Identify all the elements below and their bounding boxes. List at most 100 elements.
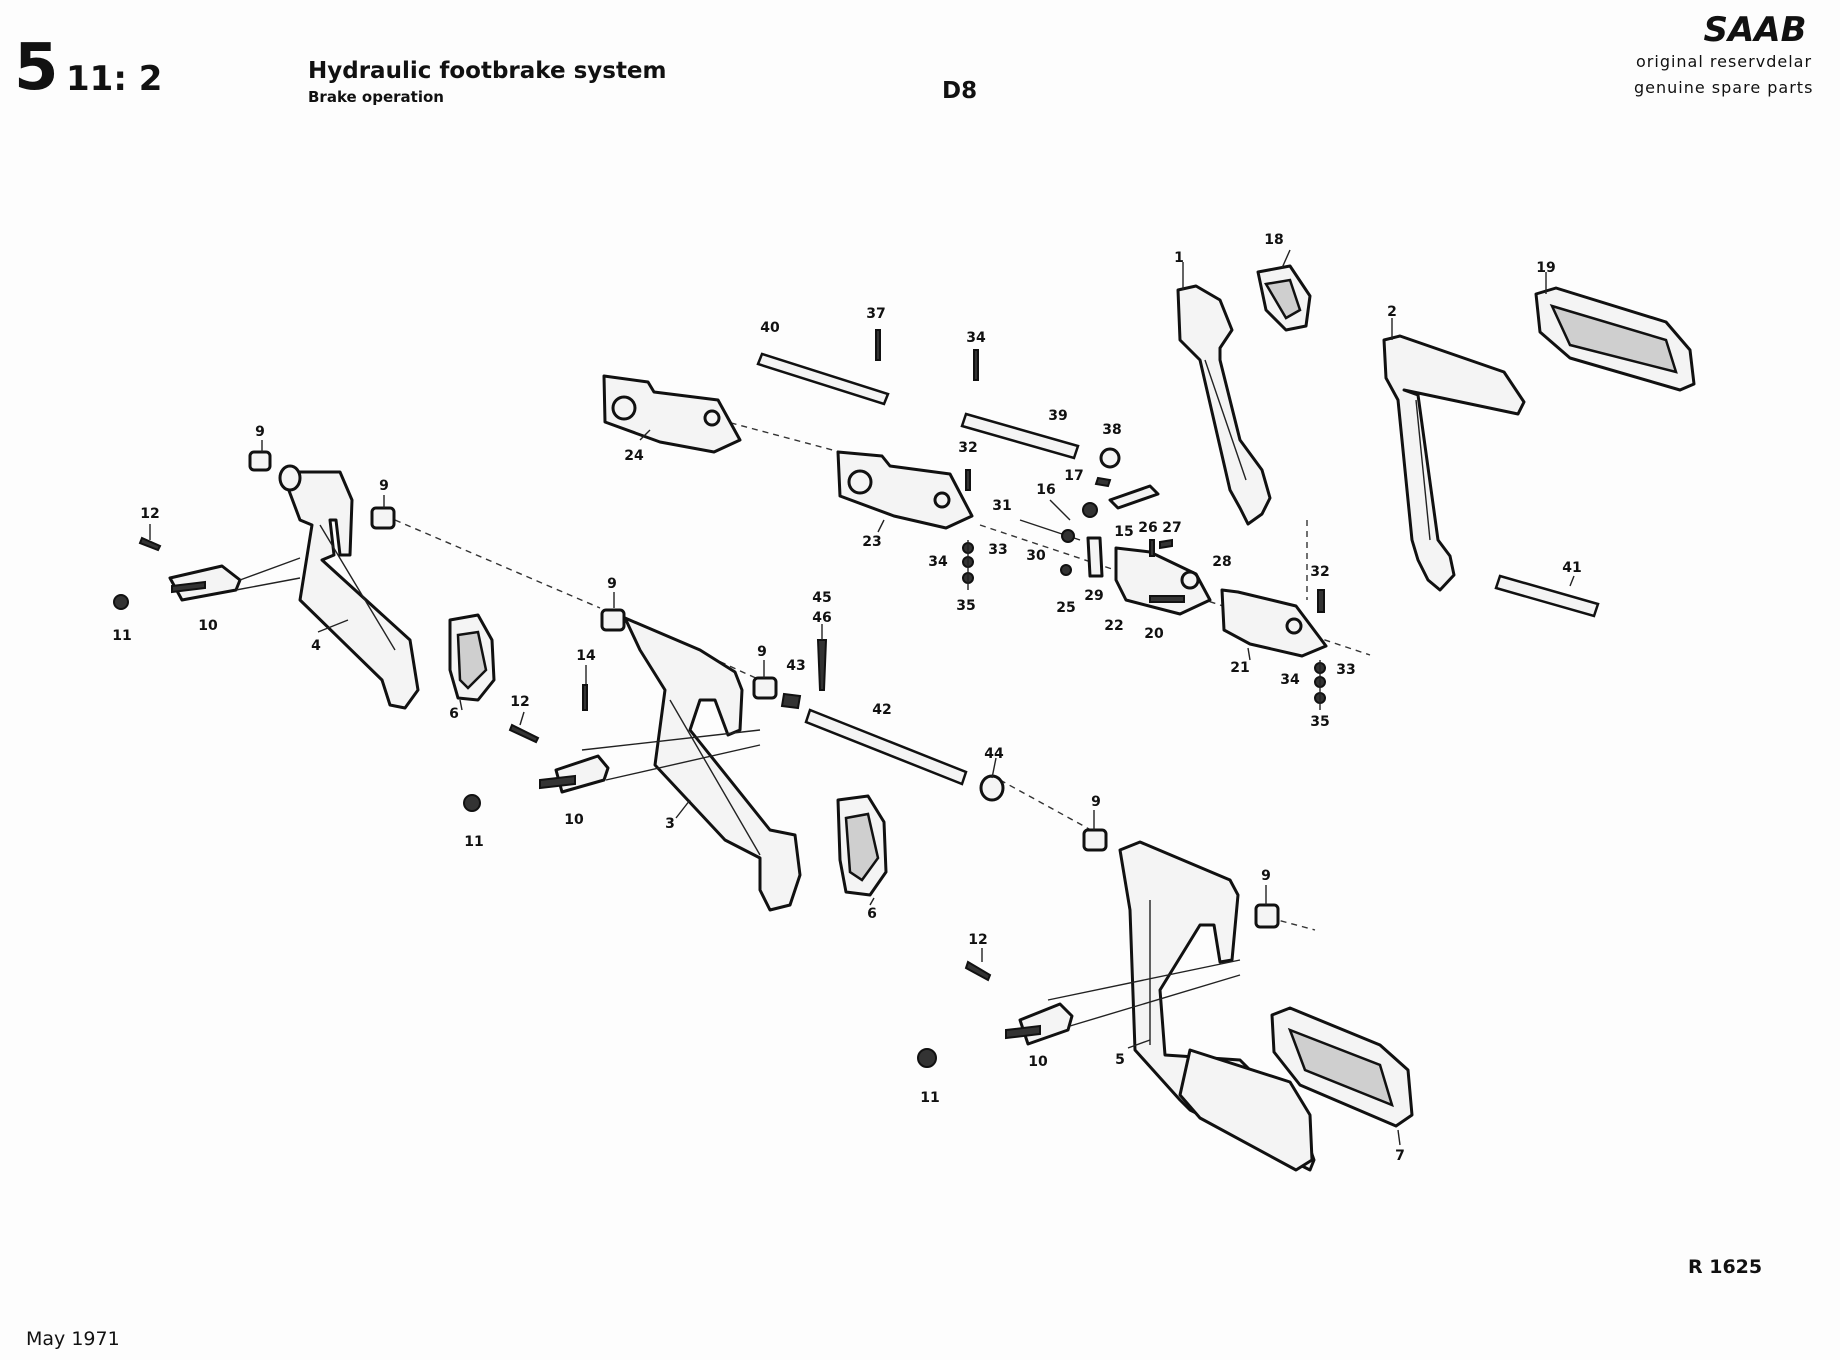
- callout-46: 46: [812, 610, 831, 626]
- bushing-9-left-b: [370, 506, 396, 530]
- callout-34-right: 34: [1280, 672, 1300, 688]
- callout-9-left-b: 9: [379, 478, 389, 494]
- pedal-arm-4: [278, 464, 420, 710]
- bushing-9-mid-a: [600, 608, 626, 632]
- callout-33-right: 33: [1336, 662, 1355, 678]
- drawing-reference: R 1625: [1688, 1256, 1763, 1278]
- saab-logo-text: SAAB: [1703, 12, 1806, 46]
- callout-17: 17: [1064, 468, 1083, 484]
- bracket-24: [602, 374, 742, 454]
- callout-9-left-a: 9: [255, 424, 265, 440]
- washer-44: [979, 774, 1005, 802]
- page-title: Hydraulic footbrake system: [308, 58, 667, 84]
- leader-lines: [149, 249, 1575, 1146]
- callout-11-left: 11: [112, 628, 131, 644]
- nut-16: [1082, 502, 1098, 518]
- lever-1: [1176, 284, 1272, 526]
- bushing-9-right-a: [1082, 828, 1108, 852]
- callout-6-mid: 6: [867, 906, 877, 922]
- nut-30: [1061, 529, 1075, 543]
- lever-2: [1382, 334, 1526, 592]
- callout-9-right-b: 9: [1261, 868, 1271, 884]
- cross-shaft-42: [804, 708, 968, 786]
- callout-10-left: 10: [198, 618, 218, 634]
- callout-19: 19: [1536, 260, 1555, 276]
- model-code: D8: [942, 78, 978, 104]
- callout-41: 41: [1562, 560, 1581, 576]
- plate-22: [1114, 546, 1212, 616]
- callout-12-right: 12: [968, 932, 987, 948]
- nut-11-right: [917, 1048, 937, 1068]
- brand-tagline-english: genuine spare parts: [1634, 78, 1814, 97]
- callout-32-left: 32: [958, 440, 977, 456]
- pedal-pad-18: [1256, 264, 1312, 332]
- callout-4: 4: [311, 638, 321, 654]
- wide-pedal-plate-5: [1178, 1048, 1314, 1172]
- wide-pedal-pad-7: [1270, 1006, 1414, 1128]
- bracket-21: [1220, 588, 1328, 658]
- brand-tagline-swedish: original reservdelar: [1636, 52, 1813, 71]
- callout-34-left: 34: [928, 554, 948, 570]
- pin-34-top: [973, 349, 979, 381]
- washer-38: [1099, 447, 1121, 469]
- callout-23: 23: [862, 534, 881, 550]
- pedal-pad-19: [1534, 286, 1696, 392]
- section-major-number: 5: [14, 31, 59, 105]
- nut-11-mid: [463, 794, 481, 812]
- callout-40: 40: [760, 320, 780, 336]
- callouts: 1 2 3 4 5 6 6 7 9 9 9 9 9 9 10 10 10 11 …: [112, 232, 1581, 1164]
- callout-7: 7: [1395, 1148, 1405, 1164]
- callout-10-right: 10: [1028, 1054, 1048, 1070]
- callout-15: 15: [1114, 524, 1133, 540]
- bolt-12-right: [964, 960, 992, 982]
- section-minor-number: 11: 2: [66, 59, 163, 99]
- publication-date: May 1971: [26, 1328, 120, 1350]
- callout-12-left: 12: [140, 506, 159, 522]
- spring-15: [1108, 484, 1160, 510]
- pedal-arm-3: [623, 616, 802, 912]
- rod-39: [960, 412, 1080, 460]
- callout-38: 38: [1102, 422, 1121, 438]
- plate-29: [1086, 536, 1104, 578]
- spring-20: [1149, 595, 1185, 603]
- pivot-bracket-10-left: [168, 557, 301, 602]
- callout-27: 27: [1162, 520, 1181, 536]
- bushing-9-left-a: [248, 450, 272, 472]
- bolt-25: [1060, 564, 1072, 576]
- callout-43: 43: [786, 658, 805, 674]
- callout-25: 25: [1056, 600, 1075, 616]
- callout-3: 3: [665, 816, 675, 832]
- lower-axis-line: [999, 779, 1316, 931]
- nut-11-left: [113, 594, 129, 610]
- saab-logo: SAAB: [1690, 12, 1820, 46]
- callout-12-mid: 12: [510, 694, 529, 710]
- screw-32-left: [965, 469, 971, 491]
- rod-40: [756, 352, 890, 406]
- pedal-pad-6-mid: [836, 794, 888, 897]
- rod-41: [1494, 574, 1600, 618]
- callout-45: 45: [812, 590, 831, 606]
- bolt-12-left: [138, 536, 162, 552]
- callout-35-left: 35: [956, 598, 975, 614]
- callout-11-right: 11: [920, 1090, 939, 1106]
- callout-26: 26: [1138, 520, 1157, 536]
- callout-39: 39: [1048, 408, 1067, 424]
- bracket-23: [836, 450, 974, 530]
- callout-14: 14: [576, 648, 596, 664]
- callout-16: 16: [1036, 482, 1055, 498]
- bushing-9-right-b: [1254, 903, 1280, 929]
- callout-22: 22: [1104, 618, 1123, 634]
- screw-17: [1094, 476, 1112, 488]
- screw-45-46: [816, 639, 828, 691]
- callout-5: 5: [1115, 1052, 1125, 1068]
- callout-10-mid: 10: [564, 812, 584, 828]
- callout-18: 18: [1264, 232, 1283, 248]
- callout-37: 37: [866, 306, 885, 322]
- callout-9-mid-b: 9: [757, 644, 767, 660]
- callout-24: 24: [624, 448, 644, 464]
- callout-31: 31: [992, 498, 1011, 514]
- callout-30: 30: [1026, 548, 1046, 564]
- callout-1: 1: [1174, 250, 1184, 266]
